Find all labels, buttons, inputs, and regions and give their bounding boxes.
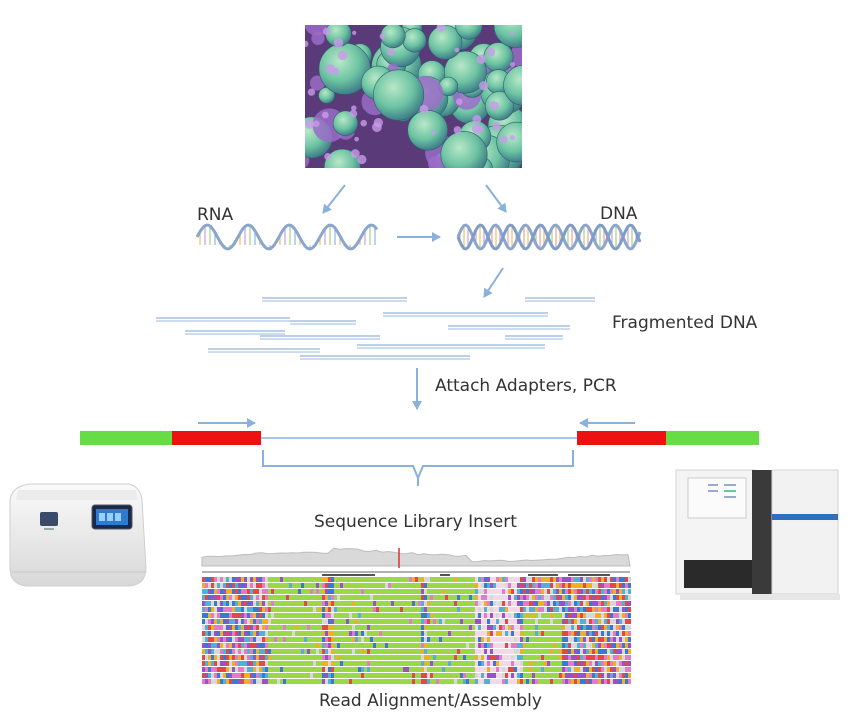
cells-micrograph [305,25,522,168]
read-alignment-label: Read Alignment/Assembly [319,691,542,711]
dna-double-helix [456,223,642,251]
hiseq-sequencer-image [675,469,840,600]
rna-strand [195,223,379,251]
arrow-dna-to-fragments [483,267,504,298]
adapter-left-green [80,431,172,445]
fragmented-dna-lines [156,297,595,360]
dna-label: DNA [600,204,638,224]
insert-brace [262,450,574,481]
rna-label: RNA [197,205,234,225]
adapter-left-red [172,431,261,445]
benchtop-sequencer-image [9,483,147,587]
attach-adapters-label: Attach Adapters, PCR [435,376,617,396]
adapter-right-red [577,431,666,445]
read-alignment-view [201,547,631,684]
arrow-cells-to-dna [485,184,507,213]
fragmented-dna-label: Fragmented DNA [612,313,758,333]
adapter-right-green [666,431,759,445]
library-construct [80,418,759,486]
arrow-cells-to-rna [322,184,346,214]
sequence-library-insert-label: Sequence Library Insert [314,512,517,532]
